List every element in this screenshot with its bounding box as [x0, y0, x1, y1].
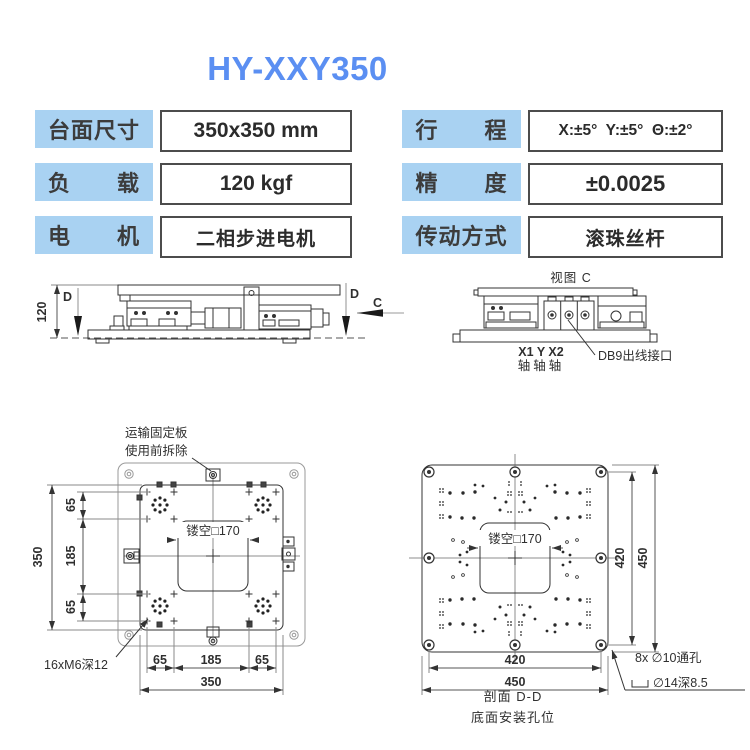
spec-row-table-size: 台面尺寸 350x350 mm [35, 110, 352, 152]
holes-note: 8x ∅10通孔 [635, 651, 702, 665]
transport-note: 运输固定板 使用前拆除 [125, 425, 212, 472]
db9-leader-line [567, 319, 596, 356]
counterbore-icon [631, 680, 649, 688]
height-dimension: 120 [35, 284, 123, 338]
spec-label-drive: 传动方式 [402, 216, 521, 254]
dim-185-horizontal: 185 [201, 653, 222, 667]
stage-rear-profile [452, 287, 658, 343]
dim-65-left: 65 [153, 653, 167, 667]
center-cutout: 镂空□170 [167, 520, 259, 592]
spec-value-table-size: 350x350 mm [160, 110, 352, 152]
cbore-note: ∅14深8.5 [653, 676, 708, 690]
spec-value-load: 120 kgf [160, 163, 352, 205]
right-dimensions: 420 450 [606, 464, 659, 653]
spec-value-accuracy: ±0.0025 [528, 163, 723, 205]
spec-label-table-size: 台面尺寸 [35, 110, 153, 148]
spec-label-accuracy: 精 度 [402, 163, 521, 201]
left-dimensions: 350 65 185 65 [31, 484, 149, 631]
transport-clamp-bottom [206, 626, 220, 646]
view-c-arrow: C [357, 296, 404, 317]
spec-row-drive: 传动方式 滚珠丝杆 [402, 216, 723, 258]
dim-350-vertical: 350 [31, 547, 45, 568]
spec-label-motor: 电 机 [35, 216, 153, 254]
mounting-hole-callout: 8x ∅10通孔 ∅14深8.5 [611, 649, 745, 691]
bottom-dimensions: 420 450 [421, 650, 609, 695]
dim-65-bottom: 65 [64, 600, 78, 614]
spec-table-right: 行 程 X:±5° Y:±5° Θ:±2° 精 度 ±0.0025 传动方式 滚… [402, 110, 723, 258]
centerlines [124, 473, 300, 643]
section-title: 剖面 D-D [484, 689, 543, 704]
spec-table-left: 台面尺寸 350x350 mm 负 载 120 kgf 电 机 二相步进电机 [35, 110, 352, 258]
spec-row-motor: 电 机 二相步进电机 [35, 216, 352, 258]
dim-120-label: 120 [35, 302, 49, 323]
thread-note: 16xM6深12 [44, 618, 149, 672]
spec-value-motor: 二相步进电机 [160, 216, 352, 258]
dim-450-vertical: 450 [636, 548, 650, 569]
section-marker-d-left: D [63, 288, 82, 336]
transport-note-line2: 使用前拆除 [125, 443, 188, 458]
bottom-dimensions: 65 185 65 350 [139, 627, 284, 695]
cutout-label: 镂空□170 [488, 532, 541, 546]
stage-side-profile [87, 284, 341, 344]
spec-value-drive: 滚珠丝杆 [528, 216, 723, 258]
side-connector-stack [281, 536, 296, 572]
dim-350-horizontal: 350 [201, 675, 222, 689]
view-c-drawing: 视图 C X1 Y X2 轴轴轴 DB9出线接口 [452, 270, 672, 373]
dim-450-horizontal: 450 [505, 675, 526, 689]
front-view-drawing: 120 D D C [35, 283, 404, 344]
spec-label-travel: 行 程 [402, 110, 521, 148]
dim-185-vertical: 185 [64, 546, 78, 567]
center-cutout: 镂空□170 [467, 522, 563, 594]
page-title: HY-XXY350 [207, 50, 388, 87]
transport-note-line1: 运输固定板 [125, 425, 188, 440]
spec-label-load: 负 载 [35, 163, 153, 201]
dim-65-top: 65 [64, 498, 78, 512]
axis-labels-row2: 轴轴轴 [518, 358, 565, 373]
view-c-arrow-label: C [373, 296, 382, 310]
transport-clamp-top [205, 468, 221, 482]
view-c-title: 视图 C [550, 270, 592, 285]
section-marker-d-right: D [342, 283, 359, 336]
axis-labels-row1: X1 Y X2 [518, 345, 563, 359]
cutout-label: 镂空□170 [186, 524, 239, 538]
dim-420-horizontal: 420 [505, 653, 526, 667]
top-view-drawing: 镂空□170 350 65 185 65 65 185 65 [31, 425, 306, 695]
bottom-view-drawing: 镂空□170 420 450 420 450 8x ∅10通孔 ∅14深8.5 … [409, 454, 745, 725]
base-plate-outline [117, 462, 306, 647]
spec-row-accuracy: 精 度 ±0.0025 [402, 163, 723, 205]
spec-row-load: 负 载 120 kgf [35, 163, 352, 205]
dim-420-vertical: 420 [613, 548, 627, 569]
section-d-left-label: D [63, 290, 72, 304]
dim-65-right: 65 [255, 653, 269, 667]
db9-note: DB9出线接口 [598, 348, 672, 363]
section-d-right-label: D [350, 287, 359, 301]
spec-value-travel: X:±5° Y:±5° Θ:±2° [528, 110, 723, 152]
transport-clamp-left [123, 548, 141, 564]
thread-note-label: 16xM6深12 [44, 658, 108, 672]
spec-row-travel: 行 程 X:±5° Y:±5° Θ:±2° [402, 110, 723, 152]
bottom-view-caption: 底面安装孔位 [471, 710, 555, 725]
